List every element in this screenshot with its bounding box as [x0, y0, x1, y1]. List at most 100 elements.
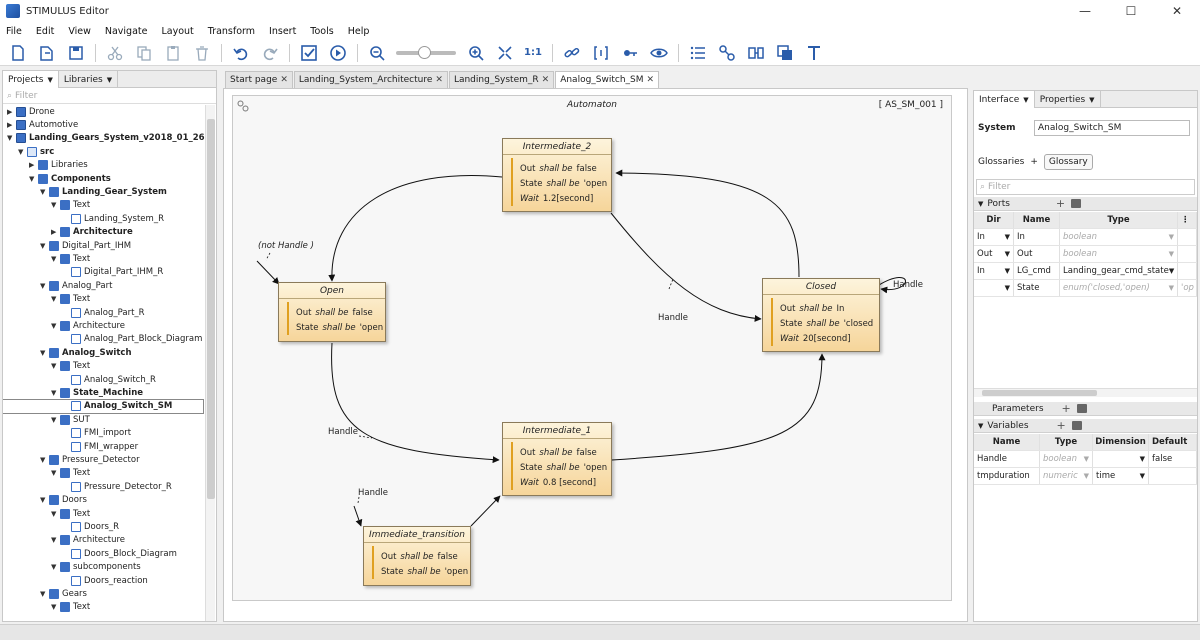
tab-projects[interactable]: Projects▼ [3, 71, 59, 88]
run-button[interactable] [328, 43, 348, 63]
menu-layout[interactable]: Layout [161, 25, 194, 37]
chevron-down-icon[interactable]: ▼ [51, 509, 57, 518]
chevron-down-icon[interactable]: ▼ [40, 589, 46, 598]
chevron-down-icon[interactable]: ▼ [40, 187, 46, 196]
interface-filter[interactable]: ⌕Filter [976, 179, 1195, 195]
tree-item[interactable]: Analog_Switch_SM [3, 398, 204, 414]
delete-button[interactable] [192, 43, 212, 63]
port-dir-cell[interactable]: In▼ [974, 263, 1014, 279]
save-button[interactable] [66, 43, 86, 63]
tree-item[interactable]: ▼Architecture [51, 319, 125, 332]
menu-edit[interactable]: Edit [35, 25, 55, 37]
tree-item[interactable]: ▼Landing_Gears_System_v2018_01_26 [7, 132, 205, 145]
chevron-down-icon[interactable]: ▼ [1168, 284, 1174, 292]
chevron-down-icon[interactable]: ▼ [51, 415, 57, 424]
tree-item[interactable]: ▼Doors [40, 494, 87, 507]
tree-item[interactable]: ▼Digital_Part_IHM [40, 239, 131, 252]
ports-section-header[interactable]: ▼ Ports + [974, 197, 1197, 211]
menu-view[interactable]: View [68, 25, 91, 37]
chevron-down-icon[interactable]: ▼ [1083, 472, 1089, 480]
close-button[interactable]: ✕ [1171, 4, 1183, 18]
library-icon[interactable] [1071, 421, 1082, 430]
tree-item[interactable]: FMI_wrapper [62, 440, 138, 453]
menu-navigate[interactable]: Navigate [104, 25, 148, 37]
chevron-down-icon[interactable]: ▼ [18, 147, 24, 156]
port-dir-cell[interactable]: ▼ [974, 280, 1014, 296]
tree-item[interactable]: Doors_Block_Diagram [62, 547, 177, 560]
check-button[interactable] [299, 43, 319, 63]
tree-item[interactable]: ▼Text [51, 601, 90, 614]
chevron-down-icon[interactable]: ▼ [1139, 472, 1145, 480]
block-diagram-button[interactable] [746, 43, 766, 63]
menu-file[interactable]: File [6, 25, 22, 37]
open-file-button[interactable] [37, 43, 57, 63]
port-name-cell[interactable]: LG_cmd [1014, 263, 1060, 279]
add-port-icon[interactable]: + [1055, 197, 1066, 210]
close-icon[interactable]: ✕ [646, 75, 655, 85]
tab-properties[interactable]: Properties▼ [1035, 91, 1101, 108]
port-type-cell[interactable]: boolean▼ [1060, 246, 1178, 262]
glossary-button[interactable]: Glossary [1043, 154, 1093, 170]
chevron-down-icon[interactable]: ▼ [1168, 267, 1175, 275]
tree-item[interactable]: Landing_System_R [62, 212, 164, 225]
maximize-button[interactable]: ☐ [1125, 4, 1137, 18]
duplicate-button[interactable] [775, 43, 795, 63]
tree-item[interactable]: Doors_reaction [62, 574, 148, 587]
tree-item[interactable]: ▶Architecture [51, 226, 133, 239]
tab-libraries[interactable]: Libraries▼ [59, 71, 119, 88]
zoom-in-button[interactable] [466, 43, 486, 63]
tree-item[interactable]: ▼Gears [40, 587, 87, 600]
column-default[interactable]: Default [1149, 434, 1197, 450]
chevron-down-icon[interactable]: ▼ [1083, 455, 1089, 463]
guard-label-imm-in[interactable]: Handle [358, 488, 388, 498]
new-file-button[interactable] [8, 43, 28, 63]
parameters-section-header[interactable]: Parameters + [974, 402, 1197, 416]
chevron-down-icon[interactable]: ▼ [40, 496, 46, 505]
tree-item[interactable]: ▼State_Machine [51, 386, 143, 399]
chevron-down-icon[interactable]: ▼ [40, 348, 46, 357]
chevron-down-icon[interactable]: ▼ [51, 563, 57, 572]
port-name-cell[interactable]: In [1014, 229, 1060, 245]
variable-name-cell[interactable]: Handle [974, 451, 1040, 467]
guard-label-initial[interactable]: (not Handle ) [258, 241, 314, 251]
column-type[interactable]: Type [1040, 434, 1093, 450]
port-extra-cell[interactable] [1178, 263, 1197, 279]
port-name-cell[interactable]: Out [1014, 246, 1060, 262]
zoom-out-button[interactable] [367, 43, 387, 63]
variable-dimension-cell[interactable]: ▼ [1093, 451, 1149, 467]
chevron-right-icon[interactable]: ▶ [7, 107, 13, 116]
chevron-right-icon[interactable]: ▶ [51, 228, 57, 237]
port-extra-cell[interactable] [1178, 229, 1197, 245]
chevron-down-icon[interactable]: ▼ [51, 388, 57, 397]
column-more[interactable]: ⋮ [1178, 212, 1197, 228]
tree-item[interactable]: ▼Text [51, 199, 90, 212]
tab-landing-system-r[interactable]: Landing_System_R✕ [448, 71, 555, 88]
port-dir-cell[interactable]: In▼ [974, 229, 1014, 245]
tree-item[interactable]: ▼Analog_Part [40, 279, 112, 292]
ports-hscrollbar[interactable] [974, 388, 1197, 397]
guard-label-i2-to-closed[interactable]: Handle [658, 313, 688, 323]
explorer-scrollbar[interactable] [205, 105, 215, 621]
guard-label-open-to-i1[interactable]: Handle [328, 427, 358, 437]
copy-button[interactable] [134, 43, 154, 63]
diagram-canvas[interactable]: Automaton [ AS_SM_001 ] Intermediate_2 O… [223, 88, 968, 622]
chevron-down-icon[interactable]: ▼ [1004, 284, 1010, 292]
cut-button[interactable] [105, 43, 125, 63]
chevron-down-icon[interactable]: ▼ [51, 362, 57, 371]
undo-button[interactable] [231, 43, 251, 63]
fit-button[interactable] [495, 43, 515, 63]
library-icon[interactable] [1076, 404, 1087, 413]
collapse-icon[interactable]: ▼ [978, 199, 984, 208]
menu-transform[interactable]: Transform [207, 25, 256, 37]
collapse-icon[interactable]: ▼ [978, 421, 984, 430]
tree-item[interactable]: ▼Text [51, 252, 90, 265]
tab-start-page[interactable]: Start page✕ [225, 71, 293, 88]
chevron-down-icon[interactable]: ▼ [1004, 233, 1010, 241]
port-name-cell[interactable]: State [1014, 280, 1060, 296]
list-button[interactable] [688, 43, 708, 63]
